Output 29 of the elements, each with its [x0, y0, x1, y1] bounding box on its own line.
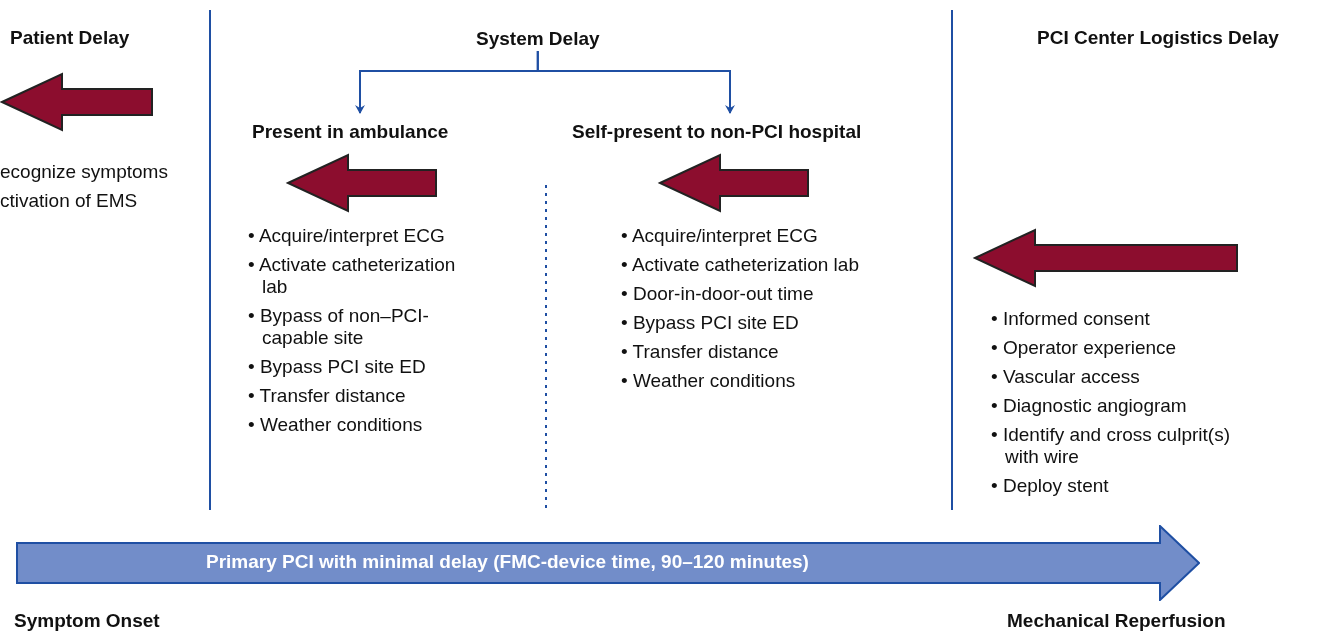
endpoint-label: Mechanical Reperfusion — [1007, 609, 1226, 632]
bullet-item: • Vascular access — [991, 365, 1141, 389]
bullet-item: • Transfer distance — [248, 384, 407, 408]
bullet-item: • Deploy stent — [991, 474, 1110, 498]
bullet-item: • Diagnostic angiogram — [991, 394, 1188, 418]
branch-arrow — [536, 50, 735, 114]
bullet-item: • Acquire/interpret ECG — [248, 224, 446, 248]
bullet-item: • Door-in-door-out time — [621, 282, 815, 306]
bullet-item: • Weather conditions — [621, 369, 797, 393]
bullet-item: • Activate catheterization lab — [248, 253, 457, 299]
heading-text: Self-present to non-PCI hospital — [572, 117, 862, 146]
bullet-item: • Informed consent — [991, 307, 1151, 331]
bullet-item: • Transfer distance — [621, 340, 780, 364]
endpoint-label: Symptom Onset — [14, 609, 160, 632]
bullet-item: • Identify and cross culprit(s) with wire — [991, 423, 1231, 469]
bullet-item: • Bypass PCI site ED — [248, 355, 427, 379]
heading-text: Present in ambulance — [252, 117, 449, 146]
bullet-item: • Activate catheterization lab — [621, 253, 860, 277]
bullet-item: • Bypass of non–PCI-capable site — [248, 304, 430, 350]
arrow-label: Primary PCI with minimal delay (FMC-device time, 90–120 minutes) — [206, 550, 809, 574]
section-heading: Patient Delay — [10, 26, 130, 50]
bullet-item: • Acquire/interpret ECG — [621, 224, 819, 248]
bullet-item: • Weather conditions — [248, 413, 424, 437]
bullet-item: • Bypass PCI site ED — [621, 311, 800, 335]
note-text: ecognize symptoms ctivation of EMS — [0, 160, 169, 213]
heading-text: System Delay — [476, 24, 600, 53]
section-heading: PCI Center Logistics Delay — [1037, 26, 1279, 50]
bullet-item: • Operator experience — [991, 336, 1178, 360]
timeline-arrow — [16, 525, 1200, 601]
